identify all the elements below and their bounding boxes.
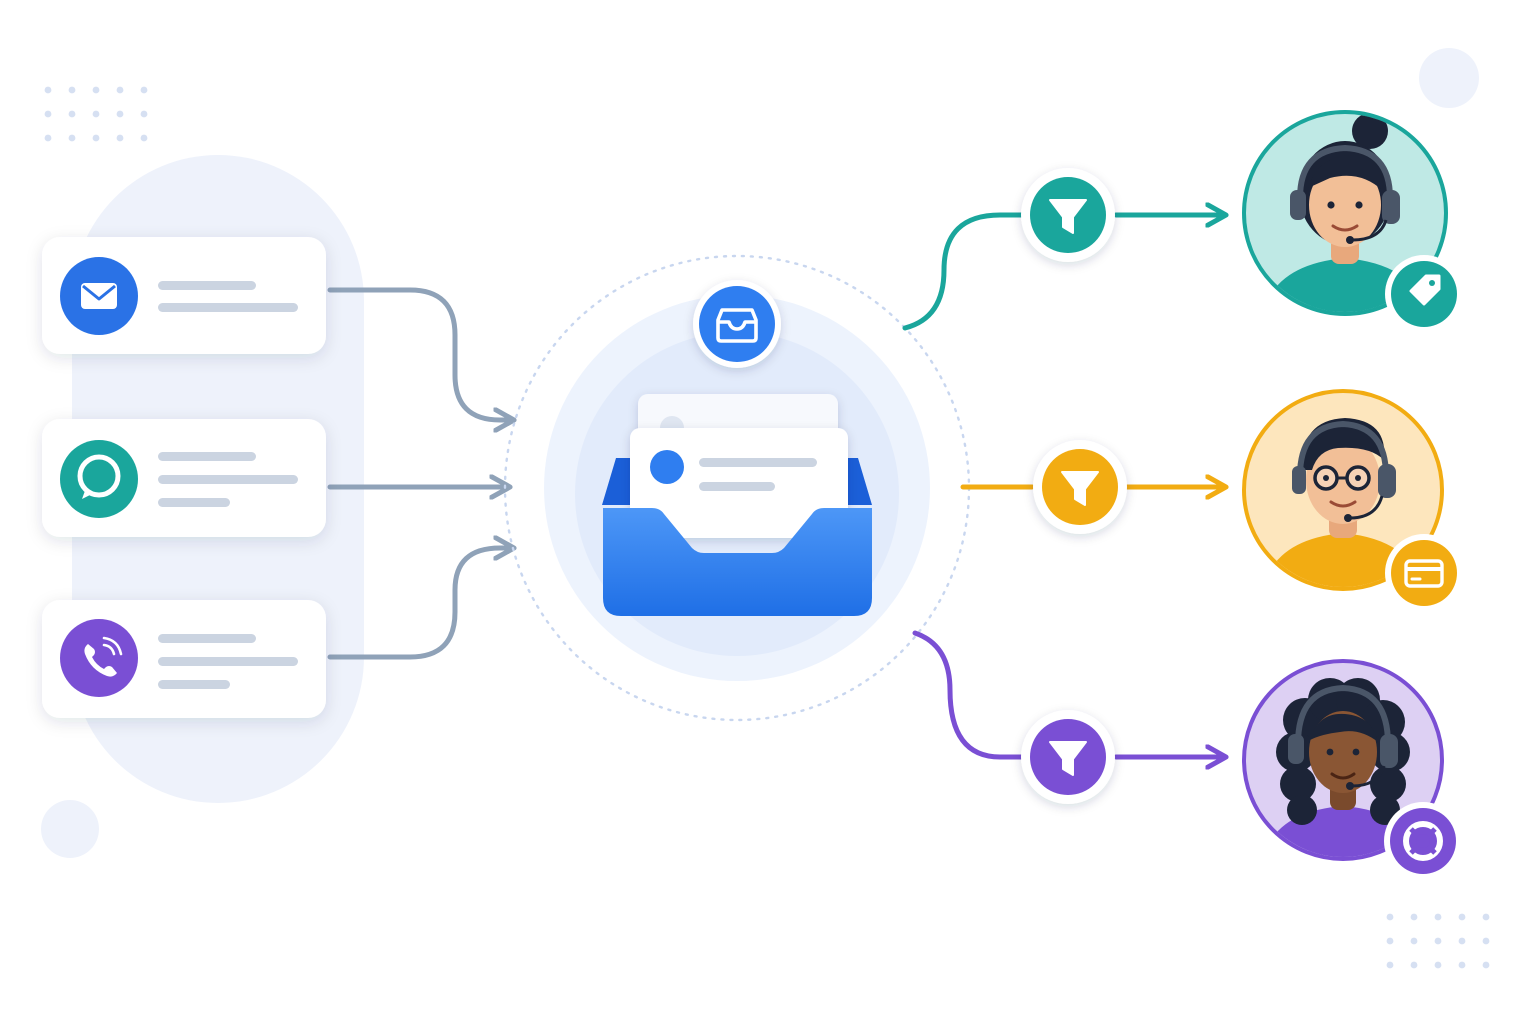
inbox-icon	[699, 286, 775, 362]
placeholder-line	[158, 498, 230, 507]
placeholder-line	[158, 303, 298, 312]
filter-nodes	[1021, 168, 1127, 804]
decor-dot	[1386, 961, 1394, 969]
dot-grid-top-left	[44, 86, 148, 142]
decor-dot	[68, 110, 76, 118]
connector-phone	[327, 548, 512, 660]
route-sales-curve	[902, 212, 1025, 331]
chat-bubble-icon	[60, 440, 138, 518]
inbound-connectors	[327, 287, 512, 660]
placeholder-line	[158, 680, 230, 689]
decor-dot	[1434, 937, 1442, 945]
filter-node-support[interactable]	[1021, 710, 1115, 804]
agent-avatar-support[interactable]	[1242, 659, 1462, 880]
tag-icon	[1385, 255, 1463, 333]
lifebuoy-icon	[1384, 802, 1462, 880]
decor-dot	[44, 134, 52, 142]
decor-dot	[92, 86, 100, 94]
dot-grid-bottom-right	[1386, 913, 1490, 969]
channel-card-phone-content	[60, 619, 298, 697]
outbound-routes	[902, 212, 1224, 760]
decor-dot	[1434, 961, 1442, 969]
decor-dot	[1410, 913, 1418, 921]
channel-list	[42, 237, 326, 718]
decor-dot	[140, 134, 148, 142]
placeholder-line	[158, 452, 256, 461]
filter-node-sales[interactable]	[1021, 168, 1115, 262]
decor-dot	[1386, 937, 1394, 945]
agent-avatar-sales[interactable]	[1242, 110, 1463, 333]
agent-avatar-billing[interactable]	[1242, 389, 1463, 612]
decor-dot	[68, 86, 76, 94]
placeholder-line	[158, 281, 256, 290]
decor-dot	[44, 110, 52, 118]
shared-inbox-hub	[503, 254, 971, 722]
decor-dot	[1410, 961, 1418, 969]
filter-node-billing[interactable]	[1033, 440, 1127, 534]
decor-dot	[1482, 961, 1490, 969]
decor-dot	[116, 86, 124, 94]
agent-list	[1242, 110, 1463, 880]
decor-dot	[1410, 937, 1418, 945]
decor-dot	[140, 86, 148, 94]
decor-dot	[1386, 913, 1394, 921]
connector-email	[327, 287, 512, 420]
decor-dot	[1482, 937, 1490, 945]
decor-dot	[116, 110, 124, 118]
deco-circle-bottom-left	[41, 800, 99, 858]
inbox-tray-icon	[602, 394, 872, 616]
decor-dot	[1458, 937, 1466, 945]
decor-dot	[92, 134, 100, 142]
deco-circle-top-right	[1419, 48, 1479, 108]
decor-dot	[1458, 961, 1466, 969]
decor-dot	[1434, 913, 1442, 921]
placeholder-line	[158, 657, 298, 666]
placeholder-line	[158, 475, 298, 484]
placeholder-line	[158, 634, 256, 643]
decor-dot	[68, 134, 76, 142]
decor-dot	[116, 134, 124, 142]
channel-card-chat-content	[60, 440, 298, 518]
decor-dot	[44, 86, 52, 94]
route-support-curve	[912, 630, 1025, 760]
decor-dot	[92, 110, 100, 118]
decor-dot	[1458, 913, 1466, 921]
phone-icon	[60, 619, 138, 697]
decor-dot	[140, 110, 148, 118]
credit-card-icon	[1385, 534, 1463, 612]
decor-dot	[1482, 913, 1490, 921]
channel-card-email-content	[60, 257, 298, 335]
